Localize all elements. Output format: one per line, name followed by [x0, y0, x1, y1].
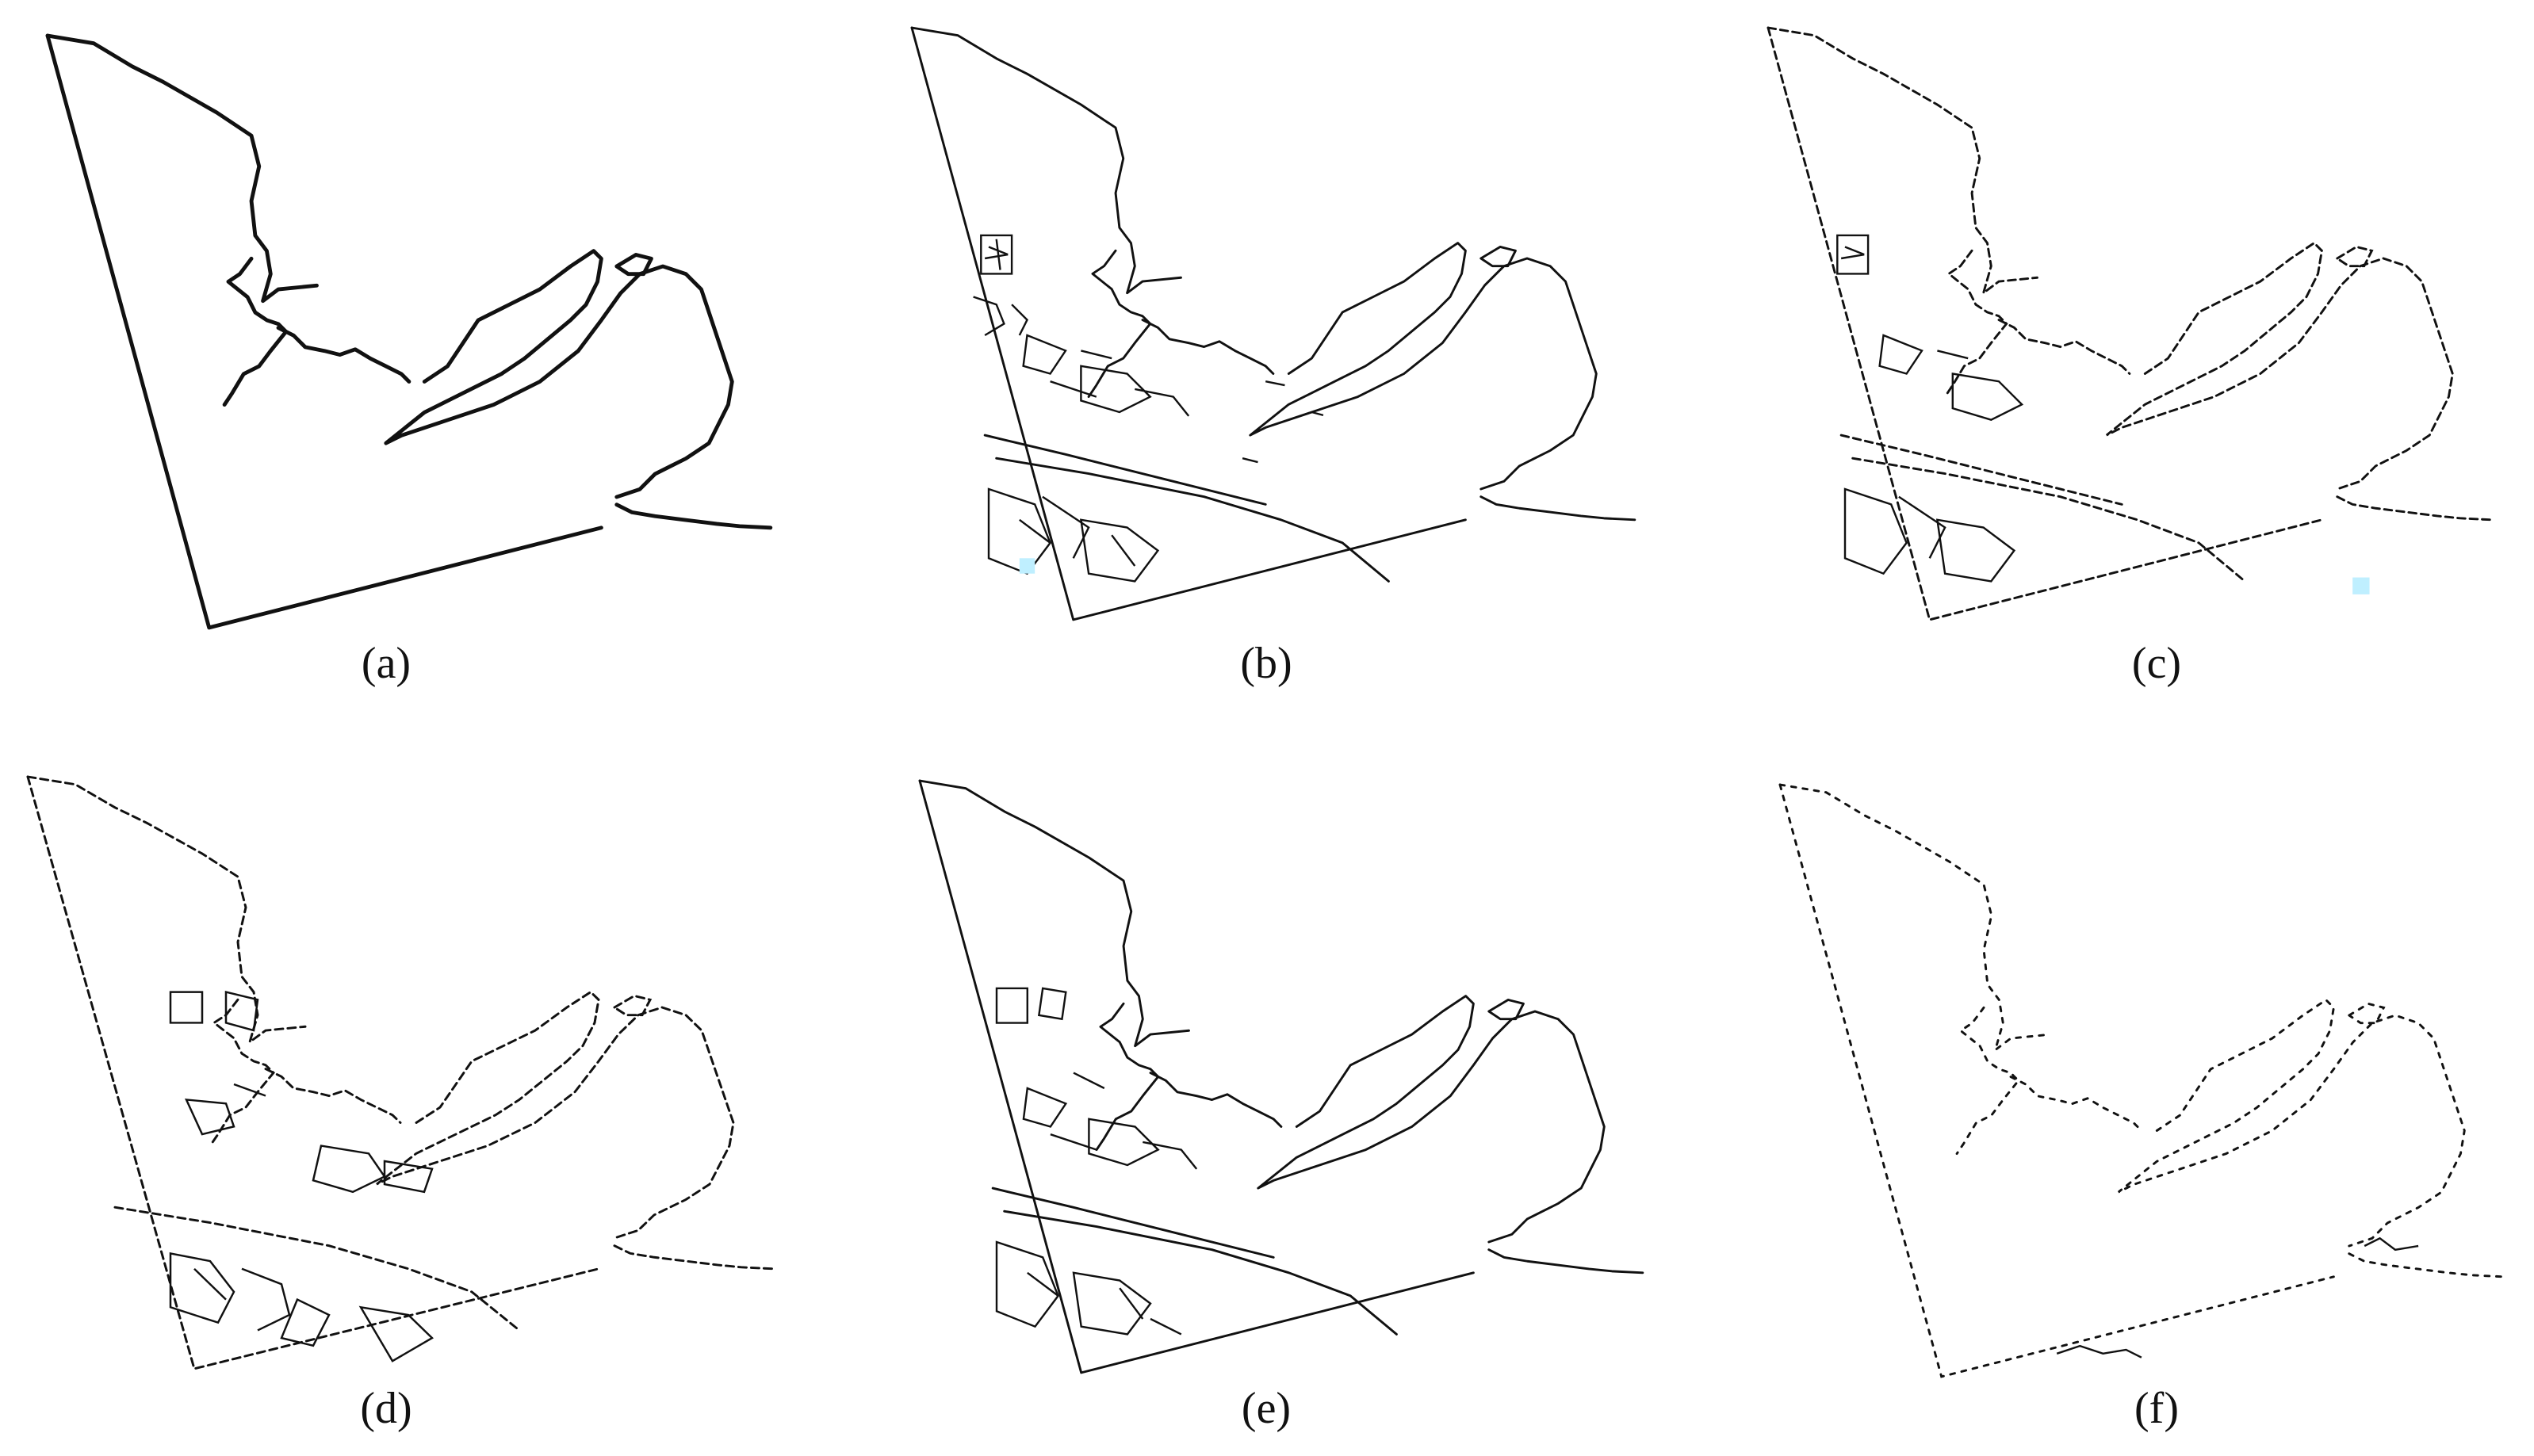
- panel-d: [26, 775, 775, 1370]
- detected-edges: [26, 775, 775, 1370]
- panel-c: [1767, 26, 2493, 621]
- edge-clutter: [1836, 234, 2024, 583]
- marker-square: [2352, 577, 2370, 594]
- panel-label-f: (f): [2134, 1384, 2179, 1433]
- edge-clutter: [973, 234, 1324, 583]
- edge-clutter: [2056, 1236, 2419, 1359]
- panel-label-d: (d): [360, 1384, 411, 1433]
- panel-label-a: (a): [362, 639, 411, 688]
- panel-label-e: (e): [1242, 1384, 1291, 1433]
- edge-clutter: [169, 991, 434, 1362]
- edge-clutter: [995, 987, 1198, 1336]
- panel-f: [1778, 783, 2505, 1378]
- panel-b: [910, 26, 1636, 621]
- reference-boundary: [48, 36, 771, 628]
- detected-edges: [1767, 26, 2493, 621]
- marker-square: [1019, 558, 1035, 574]
- panel-e: [918, 779, 1644, 1374]
- panel-a: [48, 36, 771, 628]
- detected-edges: [918, 779, 1644, 1374]
- detected-edges: [1778, 783, 2505, 1378]
- panel-label-b: (b): [1240, 639, 1292, 688]
- detected-edges: [910, 26, 1636, 621]
- panel-label-c: (c): [2132, 639, 2181, 688]
